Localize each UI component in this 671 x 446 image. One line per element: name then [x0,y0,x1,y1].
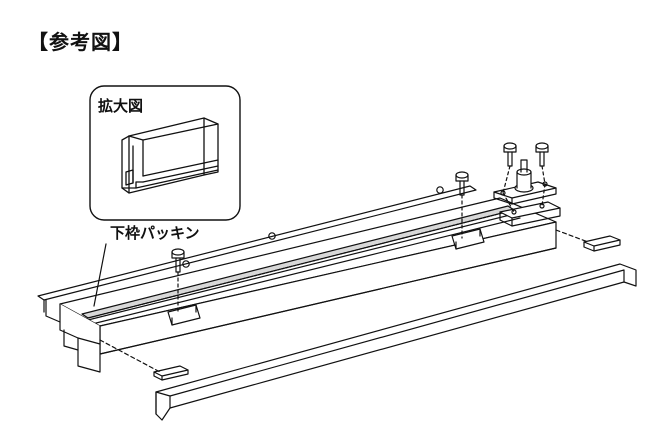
screw-plate-2 [536,143,548,184]
magnified-view-inset [90,86,240,220]
end-cap-right [556,230,620,251]
gasket-profile-detail [122,118,218,193]
gasket-callout-label: 下枠パッキン [110,224,200,242]
figure-title: 【参考図】 [28,30,133,54]
end-cap-left [100,340,188,380]
rail-clip-right [452,229,484,249]
pivot-plate-assembly [494,160,560,226]
lower-frame-rail [38,186,556,372]
callout-leader-line [94,244,106,306]
screw-plate-1 [503,143,516,193]
screw-left [172,249,184,312]
bottom-cover-strip [156,264,636,420]
screw-center [456,172,468,238]
inset-label: 拡大図 [98,97,144,115]
rail-clip-left [168,305,200,325]
